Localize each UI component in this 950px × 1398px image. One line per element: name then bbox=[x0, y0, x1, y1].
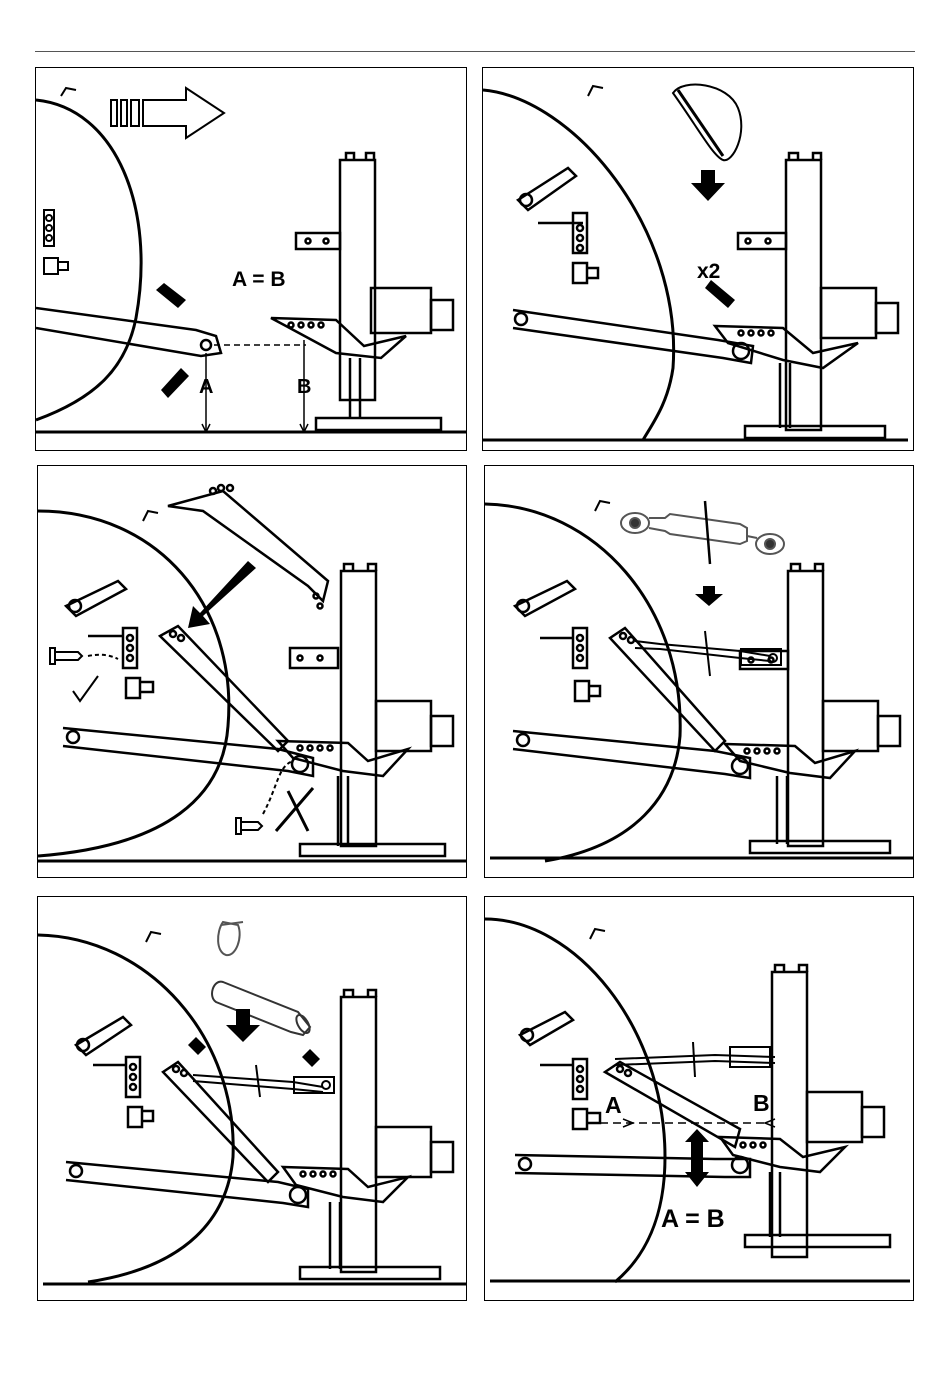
implement-frame bbox=[725, 564, 900, 853]
pin-icon bbox=[50, 648, 118, 664]
direction-arrow-icon bbox=[111, 88, 224, 138]
panel-step-4 bbox=[484, 465, 914, 878]
equation-label: A = B bbox=[232, 268, 285, 292]
dimension-a-label: A bbox=[199, 376, 213, 399]
dimension-b-label: B bbox=[753, 1090, 770, 1117]
dimension-a-label: A bbox=[605, 1092, 622, 1119]
equation-label: A = B bbox=[661, 1205, 725, 1234]
lower-link-arm bbox=[515, 1155, 750, 1177]
tractor-wheel bbox=[38, 511, 229, 856]
illustration-step-1 bbox=[36, 68, 467, 451]
tractor-wheel bbox=[38, 935, 233, 1282]
lower-link-arm bbox=[513, 731, 750, 778]
top-link-turnbuckle-icon bbox=[621, 501, 784, 564]
implement-frame bbox=[720, 965, 890, 1257]
middle-link-arm bbox=[605, 1062, 740, 1147]
down-arrow-icon bbox=[695, 586, 723, 606]
down-arrow-icon bbox=[226, 1009, 260, 1042]
lower-link-arm bbox=[513, 310, 753, 363]
panel-step-5 bbox=[37, 896, 467, 1301]
middle-link-arm bbox=[160, 626, 288, 751]
header-rule bbox=[35, 51, 915, 52]
top-link-installed bbox=[193, 1065, 334, 1097]
lower-link-arm bbox=[66, 1162, 308, 1207]
press-arrow-icon bbox=[161, 368, 189, 398]
implement-frame bbox=[715, 153, 898, 438]
top-link-bracket bbox=[66, 581, 153, 698]
illustration-step-5 bbox=[38, 897, 467, 1301]
top-link-bracket bbox=[76, 1017, 153, 1127]
tractor-wheel bbox=[485, 919, 665, 1282]
illustration-step-4 bbox=[485, 466, 914, 878]
quantity-label: x2 bbox=[697, 260, 720, 284]
checkmark-icon bbox=[73, 676, 98, 701]
press-arrow-icon bbox=[705, 280, 735, 308]
tractor-wheel bbox=[36, 100, 141, 420]
press-arrow-icon bbox=[156, 283, 186, 308]
panel-step-6: A B A = B bbox=[484, 896, 914, 1301]
insert-arrow-icon bbox=[302, 1049, 320, 1067]
panel-step-3 bbox=[37, 465, 467, 878]
hitch-bracket bbox=[44, 210, 68, 274]
lower-link-arm bbox=[36, 308, 221, 356]
top-link-bracket bbox=[515, 581, 600, 701]
top-link-bracket bbox=[520, 1012, 600, 1129]
panel-step-1: A = B A B bbox=[35, 67, 467, 451]
lower-link-arm bbox=[63, 728, 313, 776]
lynch-pin-icon bbox=[673, 85, 741, 161]
top-link-arm bbox=[168, 485, 328, 609]
down-arrow-icon bbox=[691, 170, 725, 201]
dimension-b-label: B bbox=[297, 376, 311, 399]
tractor-wheel bbox=[483, 90, 674, 440]
implement-frame bbox=[278, 564, 453, 856]
illustration-step-3 bbox=[38, 466, 467, 878]
illustration-step-6 bbox=[485, 897, 914, 1301]
panel-step-2: x2 bbox=[482, 67, 914, 451]
lynch-pin-icon bbox=[218, 922, 243, 955]
top-link-bracket bbox=[518, 168, 598, 283]
insert-arrow-icon bbox=[188, 1037, 206, 1055]
link-pin-icon bbox=[212, 982, 312, 1035]
